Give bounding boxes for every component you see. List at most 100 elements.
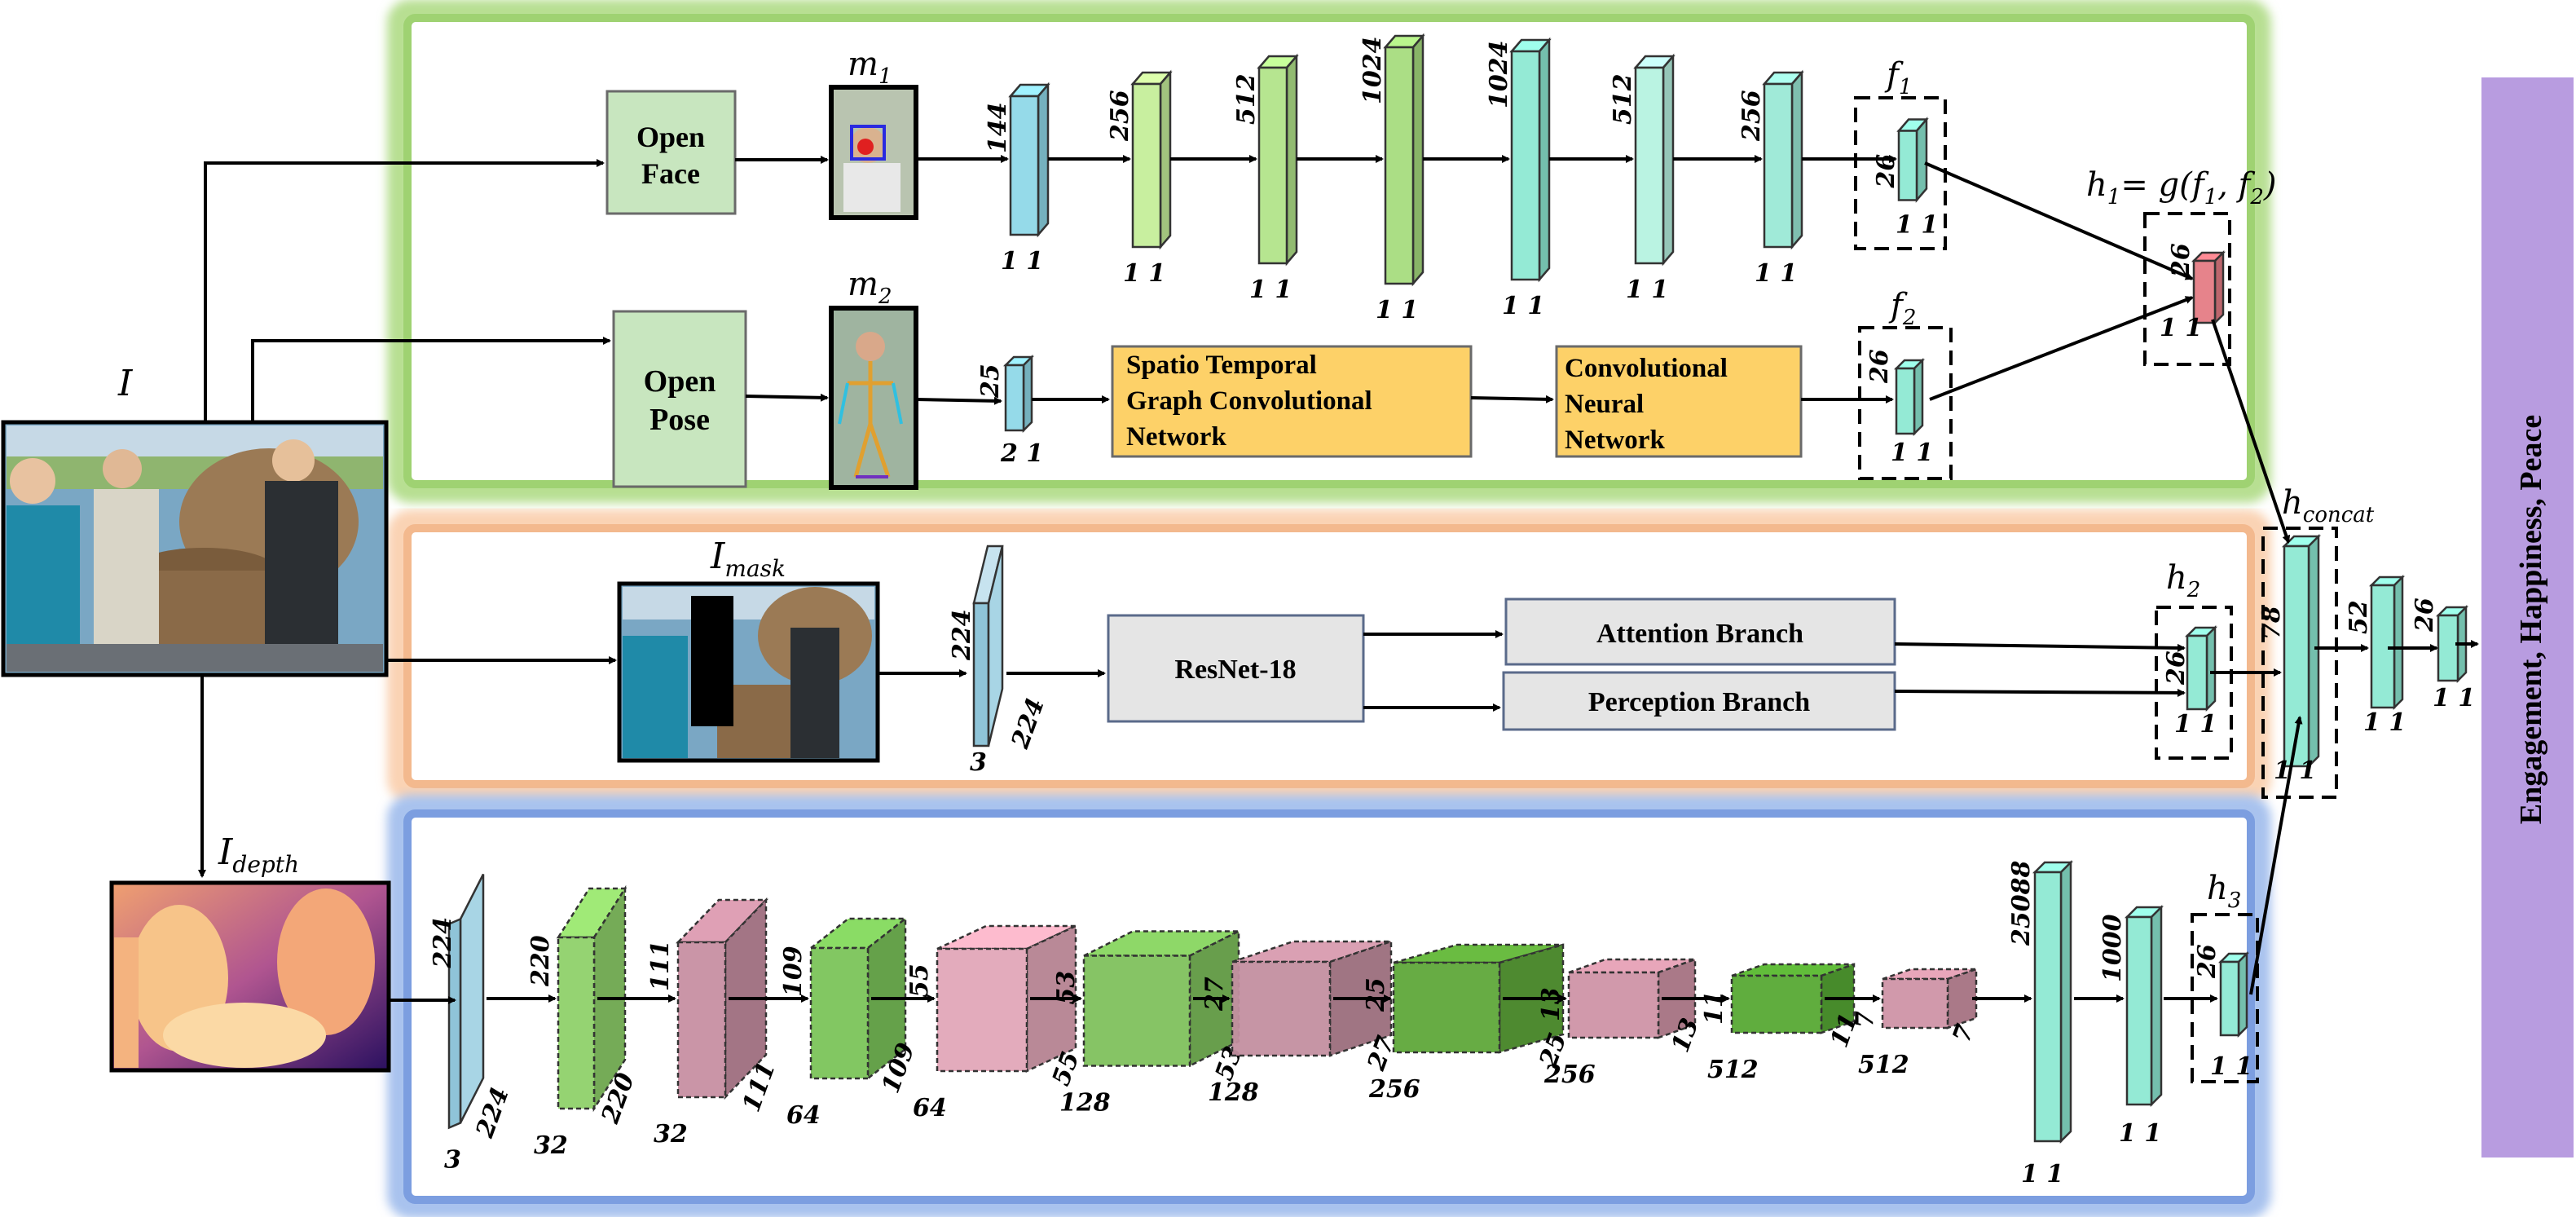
depth-layer-input xyxy=(447,873,485,1130)
depth-fc-bottom: 1 1 xyxy=(2021,1160,2063,1188)
svg-text:Perception Branch: Perception Branch xyxy=(1588,687,1810,717)
svg-text:Pose: Pose xyxy=(650,403,710,437)
svg-text:Open: Open xyxy=(644,364,716,399)
face-layer-256 xyxy=(1762,69,1804,250)
face-layer-bottom: 1 1 xyxy=(1755,259,1797,288)
depth-layer-5 xyxy=(1082,929,1240,1068)
h2-bottom: 1 1 xyxy=(2174,710,2217,739)
m1-label: m1 xyxy=(848,46,892,89)
face-layer-dim: 512 xyxy=(1232,73,1261,125)
m1-image xyxy=(829,85,918,220)
svg-text:Network: Network xyxy=(1565,426,1665,455)
face-layer-bottom: 1 1 xyxy=(1376,296,1418,324)
fc2-bottom: 1 1 xyxy=(2433,684,2475,712)
input-image xyxy=(1,420,389,677)
depth-dim-top: 111 xyxy=(646,940,675,991)
output-bar: Engagement, Happiness, Peace xyxy=(2481,77,2574,1157)
h3-dashed-box xyxy=(2191,913,2259,1083)
depth-dim-bottom: 64 xyxy=(786,1101,821,1130)
depth-layers: 2242243220220321111113210910964555564535… xyxy=(429,859,2252,1188)
face-layer-dim: 144 xyxy=(984,102,1012,153)
mask-image xyxy=(617,581,880,763)
depth-fc-dim: 1000 xyxy=(2098,914,2127,982)
face-layer-bottom: 1 1 xyxy=(1001,247,1043,276)
depth-dim-top: 53 xyxy=(1052,971,1081,1005)
m2-image xyxy=(829,306,918,490)
face-layer-dim: 512 xyxy=(1609,73,1637,125)
svg-text:Network: Network xyxy=(1126,422,1226,452)
h2-label: h2 xyxy=(2166,559,2200,602)
depth-dim-bottom: 32 xyxy=(654,1120,688,1149)
svg-text:Neural: Neural xyxy=(1565,390,1644,419)
face-layer-bottom: 1 1 xyxy=(1502,292,1544,320)
resnet-box: ResNet-18 xyxy=(1107,614,1365,723)
h3-bottom: 1 1 xyxy=(2210,1052,2252,1081)
f2-dim: 26 xyxy=(1865,349,1894,384)
face-layer-bottom: 1 1 xyxy=(1626,276,1668,304)
h3-layer xyxy=(2217,950,2250,1038)
depth-dim-bottom: 256 xyxy=(1368,1075,1420,1104)
depth-dim-top: 55 xyxy=(905,963,934,998)
fc2-dim: 26 xyxy=(2411,597,2439,633)
depth-dim-bottom: 128 xyxy=(1059,1089,1111,1118)
depth-dim-top: 220 xyxy=(526,935,555,987)
pose-dim-top: 25 xyxy=(976,364,1005,399)
openpose-box: Open Pose xyxy=(612,310,747,488)
f2-layer xyxy=(1893,357,1926,437)
svg-text:Attention Branch: Attention Branch xyxy=(1596,619,1803,649)
fc1-dim: 52 xyxy=(2345,600,2373,634)
face-layer-144 xyxy=(1008,82,1050,238)
h2-layer xyxy=(2184,624,2218,712)
svg-text:Convolutional: Convolutional xyxy=(1565,354,1728,383)
face-layer-dim: 26 xyxy=(1872,154,1900,189)
depth-dim-bottom: 3 xyxy=(444,1146,461,1175)
depth-fc-1000 xyxy=(2124,904,2164,1108)
face-layer-256 xyxy=(1130,69,1173,250)
depth-fc-dim: 25088 xyxy=(2007,861,2036,946)
depth-dim-bottom: 128 xyxy=(1208,1078,1259,1107)
concat-bottom: 1 1 xyxy=(2274,756,2316,785)
h2-dashed-box xyxy=(2155,606,2233,760)
face-layer-bottom: 1 1 xyxy=(1249,276,1292,304)
pose-layer: 25 2 1 26 1 1 26 1 1 xyxy=(915,243,2226,468)
depth-dim-top: 109 xyxy=(779,946,808,997)
h1-layer xyxy=(2191,249,2226,326)
mask-dim-c: 3 xyxy=(970,748,987,777)
depth-fc-bottom: 1 1 xyxy=(2119,1119,2161,1148)
face-layer-dim: 256 xyxy=(1737,90,1766,142)
stgcn-box: Spatio Temporal Graph Convolutional Netw… xyxy=(1111,345,1473,458)
hconcat-label: hconcat xyxy=(2282,484,2375,527)
h1-dim: 26 xyxy=(2167,243,2195,278)
depth-dim-bottom: 512 xyxy=(1707,1056,1759,1084)
svg-text:Open: Open xyxy=(636,121,705,153)
h3-dim: 26 xyxy=(2193,944,2222,979)
Imask-label: Imask xyxy=(710,536,786,582)
h2-dim: 26 xyxy=(2162,650,2191,686)
fc1-bottom: 1 1 xyxy=(2363,708,2406,737)
fusion-layers: 78 1 1 52 1 1 26 1 1 xyxy=(2257,533,2475,785)
cnn-box: Convolutional Neural Network xyxy=(1555,345,1803,458)
concat-dim: 78 xyxy=(2257,606,2286,640)
svg-text:Engagement, Happiness, Peace: Engagement, Happiness, Peace xyxy=(2514,415,2548,824)
openface-box: Open Face xyxy=(605,90,737,215)
depth-dim-bottom: 256 xyxy=(1543,1060,1596,1089)
pose-dim-bottom: 2 1 xyxy=(1000,439,1043,468)
concat-layer xyxy=(2281,533,2322,769)
h3-label: h3 xyxy=(2207,870,2241,913)
depth-dim-top: 25 xyxy=(1362,977,1390,1012)
h1-equation: h1= g(f1, f2) xyxy=(2086,166,2277,209)
face-layer-512 xyxy=(1257,53,1299,267)
face-layer-512 xyxy=(1633,53,1676,267)
depth-layer-10 xyxy=(1881,968,1978,1030)
svg-text:ResNet-18: ResNet-18 xyxy=(1174,655,1296,685)
h1-dashed-box xyxy=(2143,212,2231,366)
depth-fc-25088 xyxy=(2032,859,2074,1144)
depth-image xyxy=(109,880,391,1073)
face-layer-dim: 1024 xyxy=(1358,37,1387,105)
depth-dim-bottom: 64 xyxy=(913,1094,947,1122)
svg-text:Spatio Temporal: Spatio Temporal xyxy=(1126,351,1317,380)
perception-branch-box: Perception Branch xyxy=(1502,671,1896,731)
mask-dim-a: 224 xyxy=(948,609,976,661)
flow-arrow xyxy=(915,396,1002,405)
